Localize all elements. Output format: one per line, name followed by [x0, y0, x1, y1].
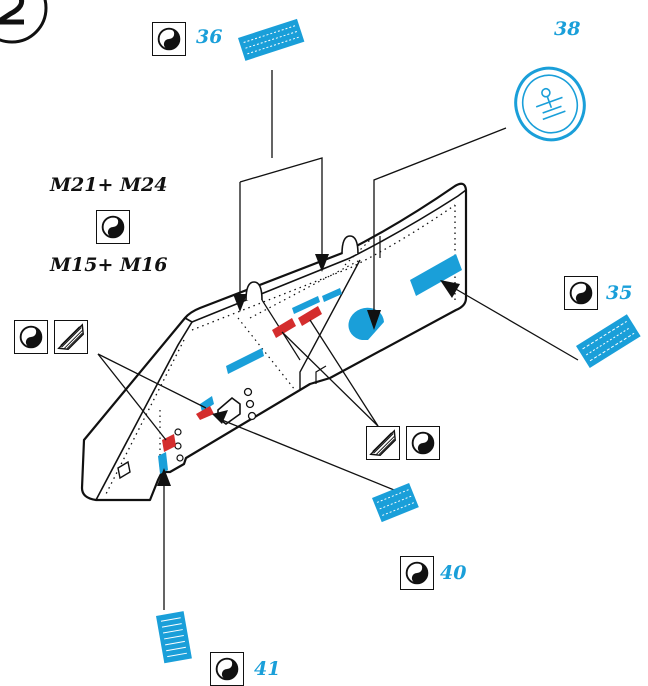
- yin-yang-paint-icon: [157, 27, 181, 51]
- callout-35: 35: [606, 282, 633, 304]
- decal-sheet-41: [156, 611, 192, 664]
- tail-panel: [80, 182, 468, 502]
- yin-yang-paint-icon: [215, 657, 239, 681]
- yin-yang-paint-icon: [411, 431, 435, 455]
- hatch-icon-box-right: [366, 426, 400, 460]
- decal-blue-top-2: [322, 288, 342, 302]
- hatched-panel-icon: [369, 429, 396, 456]
- step-marker: [0, 0, 48, 44]
- decal-red-top-1: [272, 318, 296, 338]
- decal-sheet-35: [576, 314, 641, 369]
- paint-icon-box-41: [210, 652, 244, 686]
- decal-blue-left: [158, 452, 168, 474]
- panel-decals: [158, 254, 462, 474]
- decal-blue-mid: [226, 348, 264, 374]
- arrowheads: [157, 254, 460, 486]
- callout-36: 36: [196, 26, 223, 48]
- hatched-panel-icon: [57, 323, 84, 350]
- decal-blue-hatch-1: [200, 396, 214, 412]
- decal-blue-top-1: [292, 296, 320, 314]
- paint-icon-box-36: [152, 22, 186, 56]
- decal-red-top-2: [298, 306, 322, 326]
- decal-sheet-36: [237, 18, 305, 61]
- decal-blue-hatch-2: [196, 406, 214, 420]
- yin-yang-paint-icon: [101, 215, 125, 239]
- callout-40: 40: [440, 562, 467, 584]
- paint-icon-box-40: [400, 556, 434, 590]
- hatch-icon-box-left: [54, 320, 88, 354]
- decal-sheet-40: [372, 483, 419, 523]
- callout-41: 41: [254, 658, 281, 680]
- paint-icon-box-35: [564, 276, 598, 310]
- paint-icon-box-m21: [96, 210, 130, 244]
- paint-icon-box-left: [14, 320, 48, 354]
- model-label-m15-m16: M15+ M16: [50, 254, 168, 276]
- leader-lines: [97, 70, 579, 610]
- paint-icon-box-right: [406, 426, 440, 460]
- callout-38: 38: [554, 18, 581, 40]
- yin-yang-paint-icon: [405, 561, 429, 585]
- yin-yang-paint-icon: [19, 325, 43, 349]
- yin-yang-paint-icon: [569, 281, 593, 305]
- decal-35-blue-block: [410, 254, 462, 296]
- model-label-m21-m24: M21+ M24: [50, 174, 168, 196]
- decal-sheet-38: [514, 66, 586, 142]
